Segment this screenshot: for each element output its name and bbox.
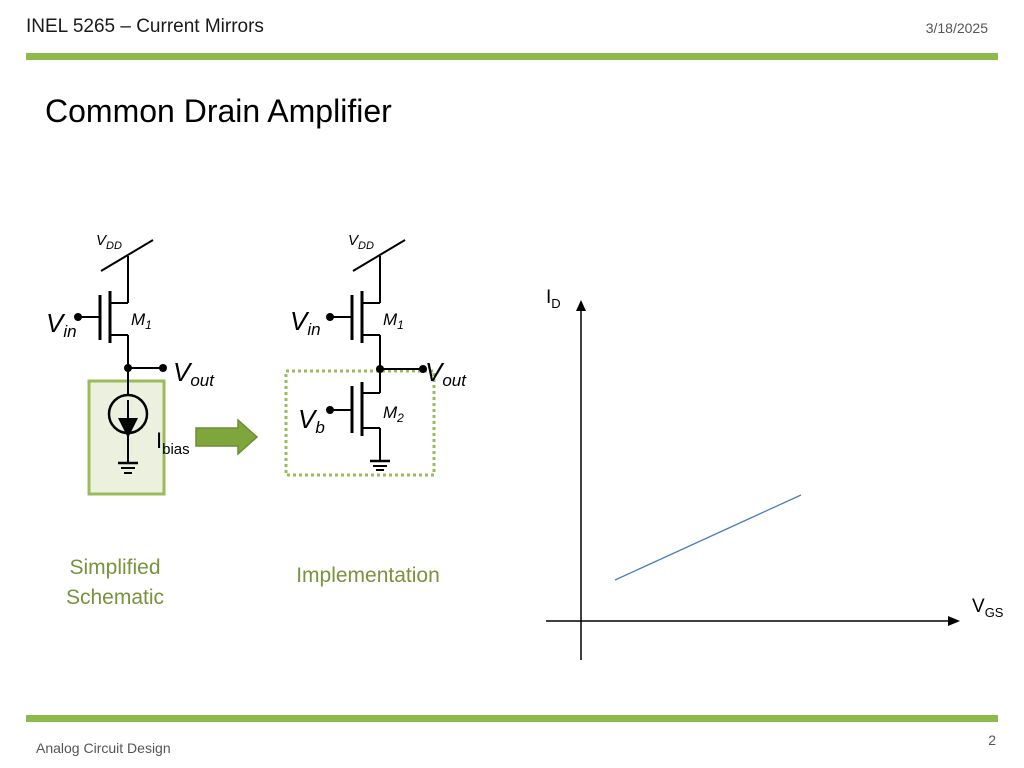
- caption-line-1: Simplified: [69, 556, 161, 579]
- implementation-schematic: [284, 239, 436, 477]
- header-accent-bar: [26, 53, 998, 60]
- impl-vb-terminal-dot: [326, 406, 334, 414]
- slide-title: Common Drain Amplifier: [45, 93, 392, 129]
- impl-m2-label: M2: [383, 403, 404, 425]
- simplified-m1-label: M1: [131, 310, 152, 332]
- impl-vout-junction-dot: [376, 365, 384, 373]
- implementation-caption: Implementation: [296, 564, 440, 587]
- vin-terminal-dot: [74, 313, 82, 321]
- simplified-vdd-label: VDD: [96, 232, 122, 252]
- simplified-schematic-caption: Simplified Schematic: [40, 553, 190, 613]
- y-axis-arrowhead-icon: [576, 300, 586, 311]
- impl-m1-label: M1: [383, 310, 404, 332]
- x-axis-arrowhead-icon: [948, 616, 960, 626]
- x-axis-label: VGS: [972, 596, 1004, 620]
- simplified-vin-label: Vin: [46, 308, 77, 341]
- ibias-label: Ibias: [156, 428, 190, 458]
- footer-accent-bar: [26, 715, 998, 722]
- footer-course-name: Analog Circuit Design: [36, 740, 171, 756]
- impl-vdd-label: VDD: [348, 232, 374, 252]
- transform-arrow-icon: [195, 418, 259, 456]
- vout-junction-dot: [124, 364, 132, 372]
- impl-vin-terminal-dot: [326, 313, 334, 321]
- simplified-schematic: [78, 239, 166, 496]
- vout-terminal-dot: [159, 364, 167, 372]
- id-vgs-graph: [546, 300, 960, 660]
- implementation-vdd-rail: [352, 239, 406, 272]
- page-number: 2: [988, 732, 996, 748]
- caption-line-2: Schematic: [65, 586, 165, 609]
- graph-line: [614, 494, 802, 581]
- impl-vout-terminal-dot: [419, 365, 427, 373]
- y-axis-label: ID: [546, 287, 561, 311]
- impl-vb-label: Vb: [298, 404, 325, 437]
- slide-date: 3/18/2025: [925, 20, 988, 36]
- implementation-dotted-box: [284, 369, 436, 477]
- vdd-rail: [100, 239, 154, 272]
- course-title: INEL 5265 – Current Mirrors: [26, 16, 264, 37]
- impl-vin-label: Vin: [290, 306, 321, 339]
- current-source-highlight-box: [87, 379, 166, 496]
- impl-vout-label: Vout: [425, 357, 467, 390]
- simplified-vout-label: Vout: [173, 357, 215, 390]
